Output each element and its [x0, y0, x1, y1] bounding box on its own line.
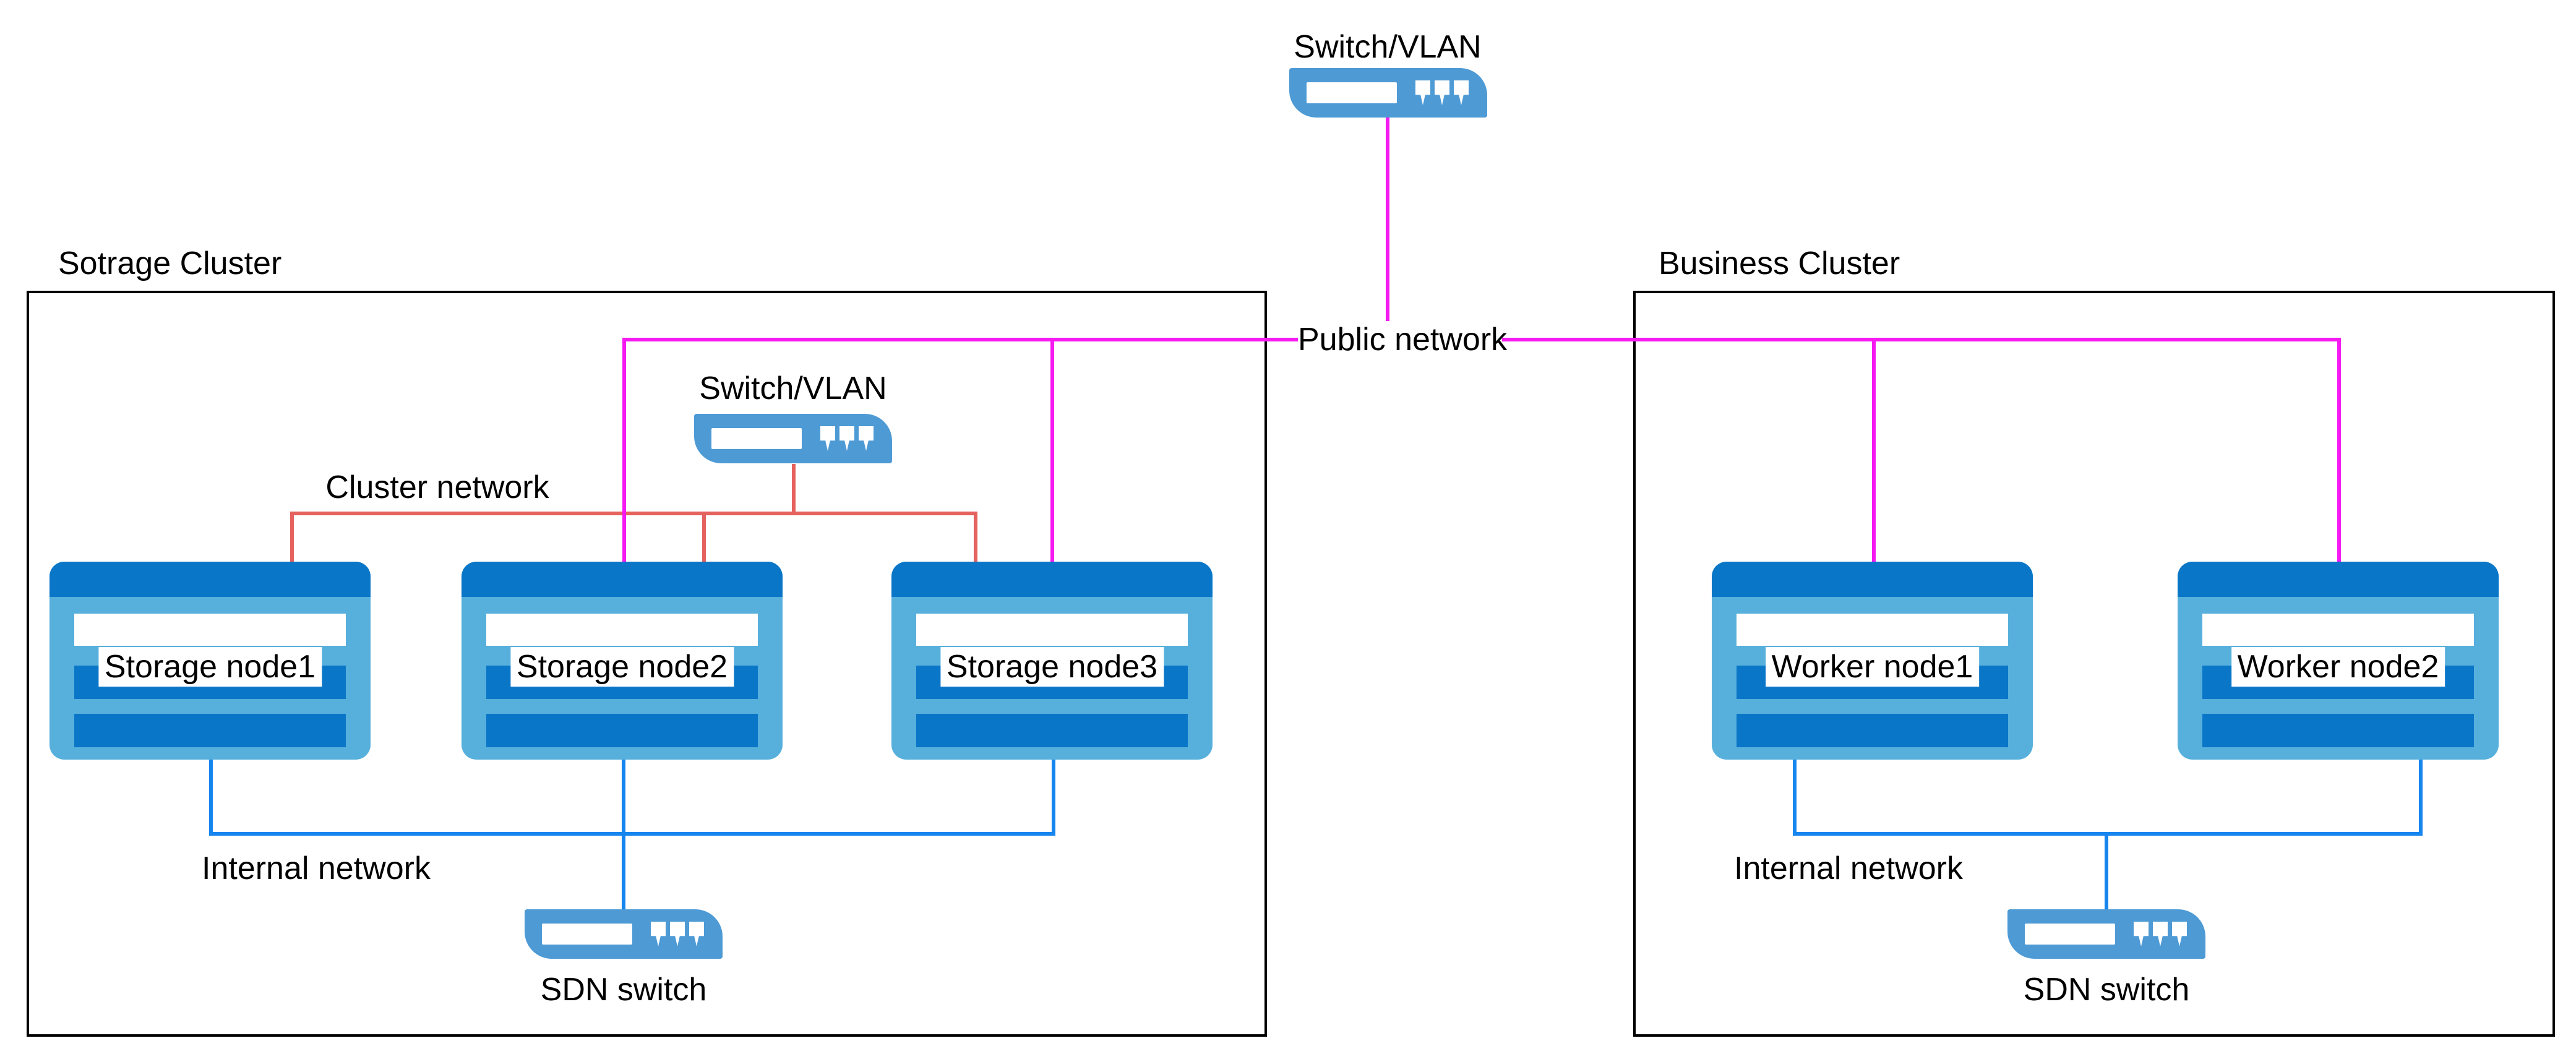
- worker-node2: Worker node2: [2178, 562, 2499, 760]
- switch-port-icon: [1435, 80, 1449, 105]
- business-cluster-box: [1633, 291, 2555, 1037]
- switch-port-icon: [859, 426, 874, 451]
- server-white-slot: [486, 614, 758, 646]
- server-header-bar: [891, 562, 1213, 597]
- storage-switch-vlan-icon: [694, 414, 892, 463]
- switch-port-icon: [839, 426, 854, 451]
- cluster-network-switch-stem: [792, 464, 796, 515]
- storage-node1: Storage node1: [49, 562, 371, 760]
- switch-port-icon: [1415, 80, 1430, 105]
- server-white-slot: [2202, 614, 2474, 646]
- internal-network-stem-storage-node1: [209, 760, 213, 836]
- switch-port-icon: [689, 922, 704, 946]
- server-dark-slot: [74, 714, 346, 747]
- cluster-network-drop-node2: [702, 512, 706, 562]
- storage-switch-label: Switch/VLAN: [699, 371, 887, 406]
- switch-port-icon: [1454, 80, 1469, 105]
- public-network-drop-storage-node2: [622, 338, 626, 562]
- switch-port-icon: [2153, 922, 2168, 946]
- switch-port-icon: [820, 426, 835, 451]
- business-cluster-title: Business Cluster: [1659, 246, 1900, 281]
- public-network-drop-storage-node3: [1050, 338, 1054, 562]
- storage-internal-network-label: Internal network: [202, 851, 431, 886]
- public-network-label: Public network: [1298, 321, 1508, 358]
- cluster-network-drop-node3: [974, 512, 977, 562]
- switch-port-icon: [651, 922, 666, 946]
- server-dark-slot: [916, 714, 1188, 747]
- server-dark-slot: [2202, 714, 2474, 747]
- storage-node2: Storage node2: [462, 562, 783, 760]
- top-switch-vlan-icon: [1289, 68, 1487, 118]
- switch-screen: [1307, 82, 1397, 103]
- server-header-bar: [2178, 562, 2499, 597]
- server-header-bar: [49, 562, 371, 597]
- internal-network-stem-worker-node1: [1793, 760, 1797, 836]
- server-header-bar: [1712, 562, 2033, 597]
- storage-node3: Storage node3: [891, 562, 1213, 760]
- switch-port-icon: [2172, 922, 2187, 946]
- switch-screen: [711, 428, 802, 449]
- node-label: Storage node1: [98, 647, 322, 687]
- cluster-network-label: Cluster network: [325, 469, 549, 505]
- cluster-network-drop-node1: [290, 512, 294, 562]
- node-label: Worker node1: [1765, 647, 1980, 687]
- business-sdn-switch-label: SDN switch: [2023, 972, 2190, 1008]
- storage-sdn-switch-icon: [525, 909, 723, 959]
- node-label: Storage node3: [940, 647, 1164, 687]
- server-white-slot: [1737, 614, 2008, 646]
- internal-network-sdn-stem-business: [2105, 832, 2108, 909]
- server-white-slot: [916, 614, 1188, 646]
- internal-network-stem-worker-node2: [2419, 760, 2423, 836]
- top-switch-label: Switch/VLAN: [1294, 29, 1482, 65]
- server-header-bar: [462, 562, 783, 597]
- switch-screen: [542, 924, 632, 945]
- worker-node1: Worker node1: [1712, 562, 2033, 760]
- internal-network-bus-storage: [209, 832, 1055, 836]
- storage-cluster-title: Sotrage Cluster: [58, 246, 282, 281]
- server-dark-slot: [486, 714, 758, 747]
- storage-sdn-switch-label: SDN switch: [540, 972, 707, 1008]
- public-network-drop-worker-node1: [1872, 338, 1876, 562]
- storage-cluster-box: [27, 291, 1267, 1037]
- node-label: Worker node2: [2231, 647, 2445, 687]
- switch-port-icon: [670, 922, 685, 946]
- business-sdn-switch-icon: [2007, 909, 2205, 959]
- node-label: Storage node2: [510, 647, 734, 687]
- public-network-top-switch-stem: [1386, 118, 1389, 341]
- server-dark-slot: [1737, 714, 2008, 747]
- switch-port-icon: [2134, 922, 2149, 946]
- switch-screen: [2025, 924, 2115, 945]
- internal-network-stem-storage-node3: [1052, 760, 1055, 836]
- cluster-network-bus-line: [290, 512, 977, 515]
- public-network-drop-worker-node2: [2337, 338, 2341, 562]
- server-white-slot: [74, 614, 346, 646]
- business-internal-network-label: Internal network: [1734, 851, 1963, 886]
